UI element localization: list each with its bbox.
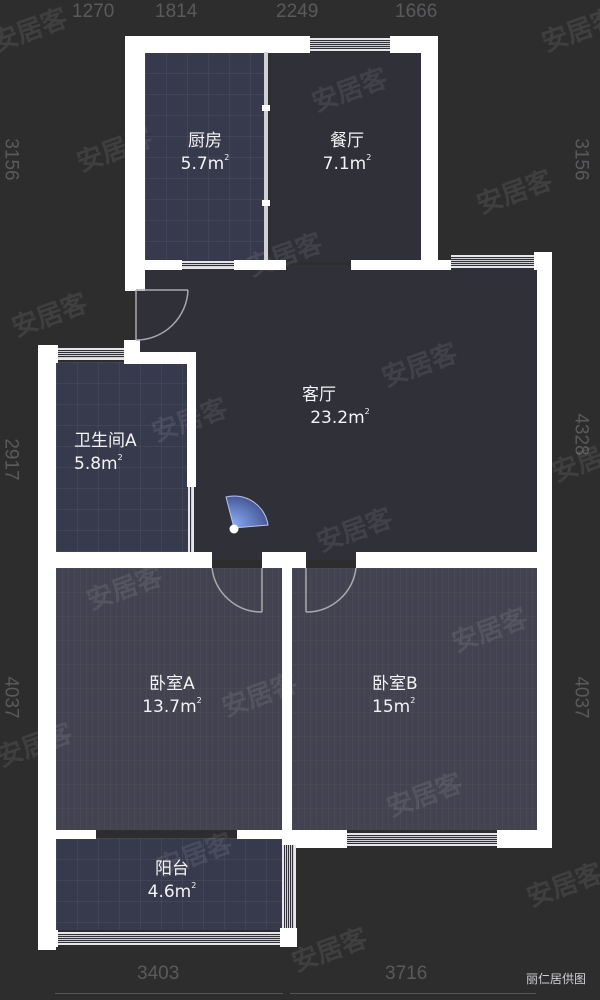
wall xyxy=(38,830,96,839)
entry-door[interactable] xyxy=(135,289,189,341)
wall xyxy=(497,830,552,848)
dimension-bottom-2: 3716 xyxy=(385,963,428,984)
dimension-line-bottom-2 xyxy=(290,993,536,994)
room-area: 5.8m2 xyxy=(74,452,123,474)
wall xyxy=(262,200,270,206)
room-area: 7.1m2 xyxy=(322,152,372,174)
wall xyxy=(421,36,438,268)
room-label-balcony: 阳台 4.6m2 xyxy=(122,858,222,904)
dimension-bottom-1: 3403 xyxy=(137,963,180,984)
bedroom-a-floor xyxy=(56,568,282,830)
wall xyxy=(282,552,292,842)
wall xyxy=(356,552,552,568)
room-area: 15m2 xyxy=(372,695,416,717)
room-label-bedroom-b: 卧室B 15m2 xyxy=(372,673,462,719)
room-name: 卧室A xyxy=(149,674,195,694)
window xyxy=(182,261,234,269)
wall xyxy=(187,352,196,487)
wall xyxy=(38,930,58,947)
room-name: 卧室B xyxy=(372,674,418,694)
wall xyxy=(125,36,145,291)
wall xyxy=(124,352,196,364)
wall xyxy=(262,105,270,111)
wall xyxy=(270,36,310,53)
room-area: 5.7m2 xyxy=(180,152,230,174)
window xyxy=(58,348,124,360)
room-label-living: 客厅 23.2m2 xyxy=(290,384,390,430)
room-label-dining: 餐厅 7.1m2 xyxy=(302,130,392,176)
bedroom-b-door[interactable] xyxy=(305,567,357,613)
wall xyxy=(234,260,286,270)
bathroom-a-floor xyxy=(56,362,189,552)
dimension-top-2: 1814 xyxy=(155,1,198,22)
wall xyxy=(351,260,451,270)
wall xyxy=(237,830,292,839)
kitchen-floor xyxy=(145,52,266,262)
window xyxy=(451,255,534,268)
wall xyxy=(280,928,297,947)
wall xyxy=(125,260,137,290)
room-name: 卫生间A xyxy=(74,431,137,451)
dimension-top-3: 2249 xyxy=(276,1,319,22)
room-name: 厨房 xyxy=(188,131,222,151)
image-credit: 丽仁居供图 xyxy=(525,972,586,986)
wall xyxy=(537,252,552,848)
wall xyxy=(38,345,56,950)
room-area: 4.6m2 xyxy=(147,880,197,902)
sliding-door-partition xyxy=(264,52,268,262)
wall xyxy=(125,260,182,270)
window xyxy=(347,833,422,846)
wall xyxy=(282,830,347,848)
wall xyxy=(125,36,270,53)
room-name: 餐厅 xyxy=(330,131,364,151)
wall xyxy=(38,552,212,568)
dimension-line-bottom-1 xyxy=(55,993,283,994)
window xyxy=(422,833,497,846)
room-name: 阳台 xyxy=(155,859,189,879)
bedroom-b-floor xyxy=(292,568,538,830)
bedroom-a-door[interactable] xyxy=(211,567,263,613)
window xyxy=(310,38,390,51)
room-name: 客厅 xyxy=(302,385,336,405)
room-label-bedroom-a: 卧室A 13.7m2 xyxy=(122,673,222,719)
bathroom-door[interactable] xyxy=(188,487,194,552)
window xyxy=(58,932,280,945)
living-room-floor xyxy=(135,265,545,560)
compass-icon xyxy=(225,495,269,534)
room-label-kitchen: 厨房 5.7m2 xyxy=(160,130,250,176)
room-area: 13.7m2 xyxy=(142,695,202,717)
dimension-top-1: 1270 xyxy=(72,1,115,22)
balcony-floor xyxy=(56,838,282,930)
dimension-top-4: 1666 xyxy=(395,1,438,22)
room-area: 23.2m2 xyxy=(310,406,370,428)
dining-floor xyxy=(271,52,421,262)
room-label-bathroom-a: 卫生间A 5.8m2 xyxy=(74,430,174,476)
window xyxy=(282,845,296,930)
